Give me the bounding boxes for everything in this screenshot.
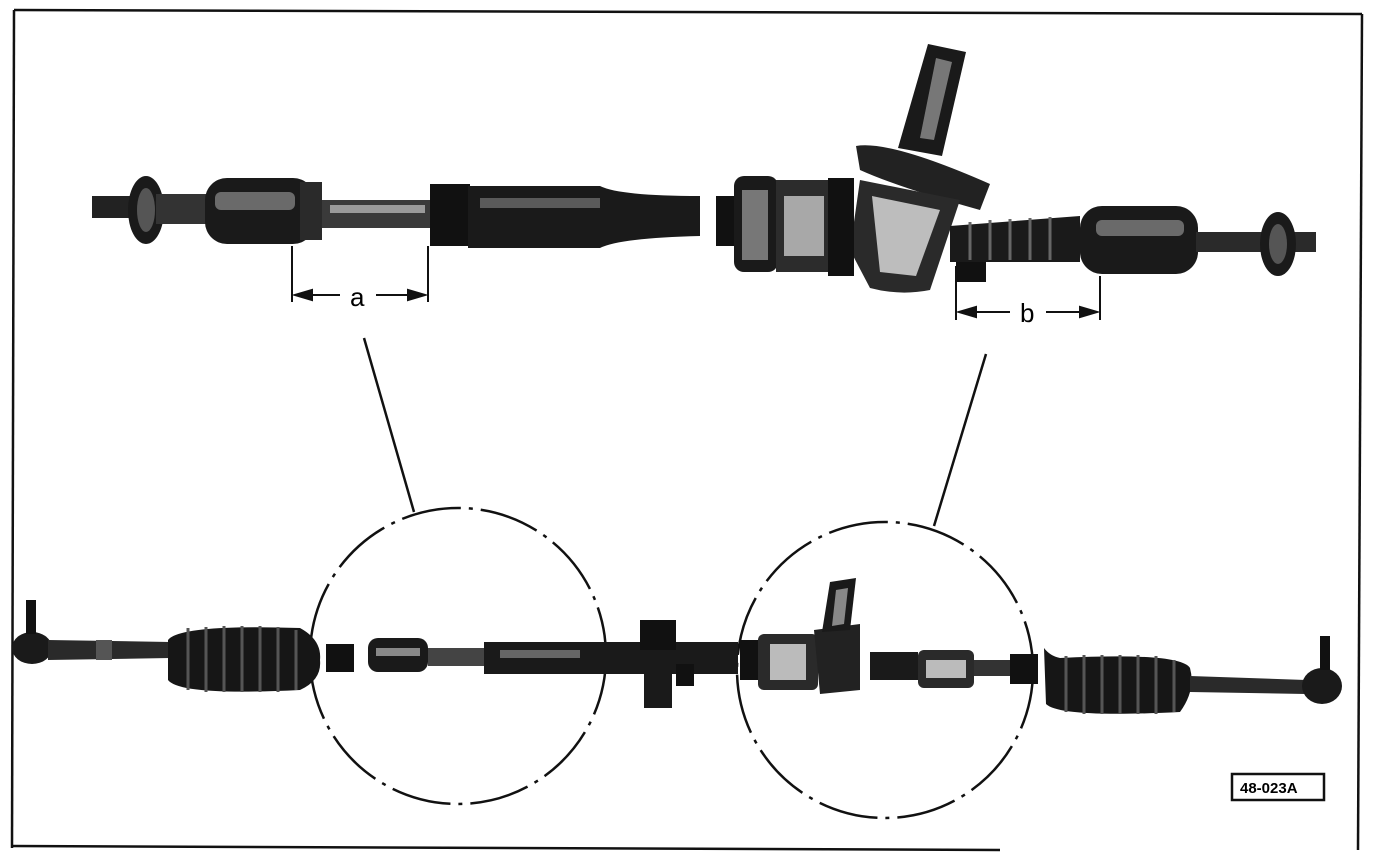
rod-end-fitting (128, 176, 206, 244)
dimension-a (291, 246, 429, 302)
figure-reference-box: 48-023A (1230, 772, 1326, 802)
bellows-left (168, 626, 321, 692)
rack-bellows-upper (950, 216, 1080, 262)
dimension-b (955, 266, 1101, 320)
dimension-b-label: b (1020, 298, 1034, 328)
figure-frame (10, 8, 1364, 852)
tie-rod-end-right (1190, 636, 1342, 704)
pinion-housing (856, 145, 990, 210)
gear-housing-lower (740, 578, 860, 694)
gear-housing-body (716, 176, 854, 276)
tie-rod-end-left (12, 600, 170, 664)
bellows-right (1044, 648, 1192, 714)
bellows-small-right (870, 652, 918, 680)
figure-reference-label: 48-023A (1240, 780, 1298, 797)
dimension-a-label: a (350, 282, 365, 312)
leader-lines (362, 337, 988, 527)
upper-right-detail (716, 44, 1316, 293)
tie-rod-shaft-right (1196, 232, 1316, 252)
mounting-bracket (640, 620, 694, 708)
lower-assembly (12, 578, 1342, 714)
rack-shaft-exposed (322, 200, 434, 228)
rack-tube (468, 186, 700, 248)
rack-collar (430, 184, 470, 246)
ball-socket-housing (205, 178, 322, 244)
upper-left-detail (92, 176, 700, 248)
ball-socket-housing-right (1080, 206, 1198, 274)
